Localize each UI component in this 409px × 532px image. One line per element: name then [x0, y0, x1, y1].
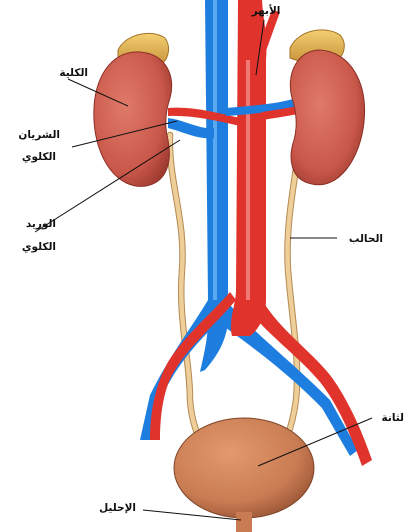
left-kidney: [94, 52, 172, 186]
right-kidney-group: [290, 30, 365, 185]
vena-cava-highlight: [213, 0, 217, 300]
renal-vessels: [168, 98, 298, 138]
renal-vein-label-line1: الوريد: [26, 218, 56, 230]
renal-artery-label-line1: الشريان: [18, 129, 60, 141]
kidney-label: الكلية: [59, 67, 88, 79]
aorta-label: الأبهر: [251, 4, 281, 17]
bladder: [174, 418, 314, 518]
urethra-label: الإحليل: [99, 502, 136, 514]
ureter-label: الحالب: [349, 233, 383, 245]
renal-vein-label-line2: الكلوي: [22, 241, 56, 253]
bladder-label: لثانة: [382, 412, 405, 424]
right-kidney: [290, 50, 364, 185]
renal-artery-label-line2: الكلوي: [22, 151, 56, 163]
aorta-highlight: [246, 60, 250, 300]
urethra: [236, 512, 252, 532]
left-kidney-group: [94, 33, 172, 186]
